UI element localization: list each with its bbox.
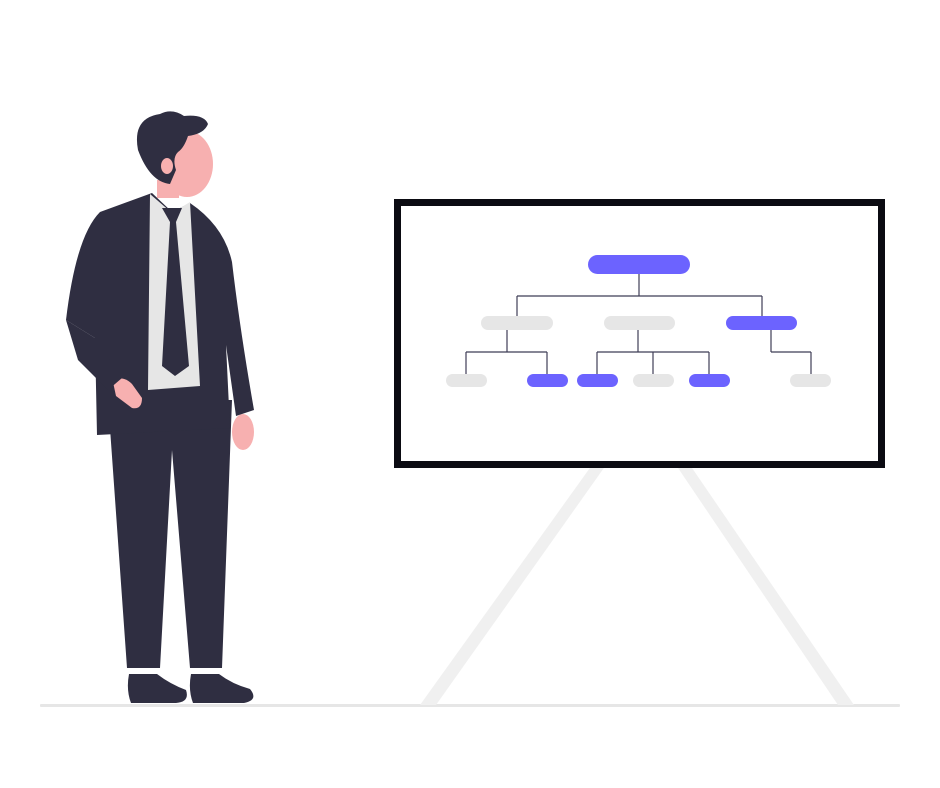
shoes xyxy=(127,674,254,703)
org-node-level3-e xyxy=(689,374,730,387)
easel-leg-left xyxy=(420,465,606,705)
org-node-level3-a xyxy=(446,374,487,387)
shoe-left xyxy=(127,674,187,703)
hand-right xyxy=(232,414,254,450)
ground-line xyxy=(40,704,900,707)
hand-left xyxy=(113,378,142,409)
org-chart-connectors xyxy=(465,274,812,374)
presentation-board xyxy=(394,199,885,468)
org-node-root xyxy=(588,255,690,274)
easel-stand xyxy=(420,465,854,705)
person-figure xyxy=(66,111,254,703)
necktie xyxy=(162,208,189,376)
shoe-right xyxy=(189,674,254,703)
board-surface xyxy=(401,206,878,461)
org-node-level2-a xyxy=(481,316,553,330)
org-node-level3-d xyxy=(633,374,674,387)
org-node-level2-c xyxy=(726,316,797,330)
arm-left-sleeve xyxy=(66,320,122,390)
trousers xyxy=(108,400,232,668)
org-node-level3-b xyxy=(527,374,568,387)
org-node-level3-f xyxy=(790,374,831,387)
ear xyxy=(161,158,173,174)
org-node-level3-c xyxy=(577,374,618,387)
org-chart-nodes xyxy=(446,255,831,387)
org-node-level2-b xyxy=(604,316,675,330)
hair xyxy=(136,111,208,184)
easel-leg-right xyxy=(676,465,854,705)
